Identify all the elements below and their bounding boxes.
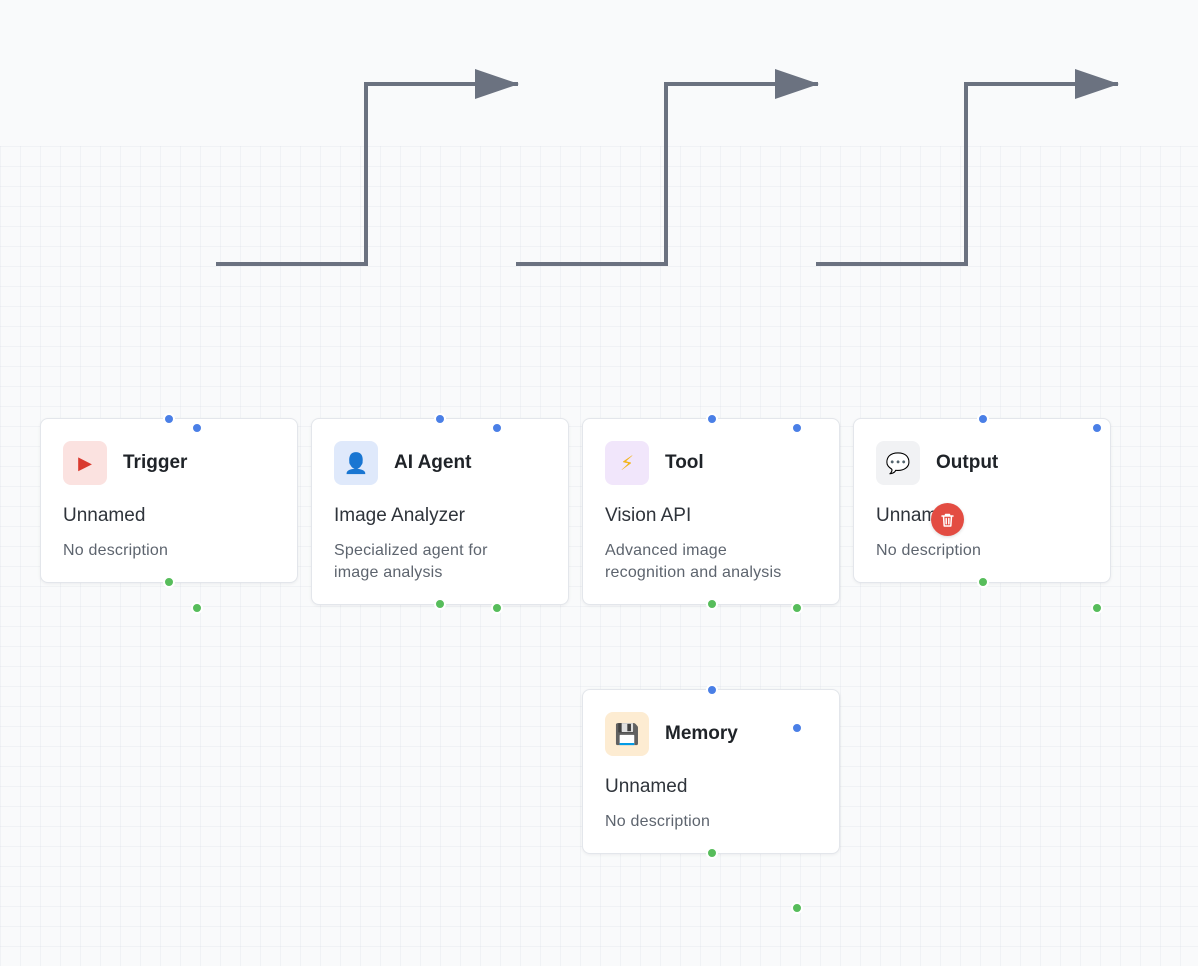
node-memory[interactable]: 💾 Memory Unnamed No description [582,689,840,854]
node-description: Specialized agent for image analysis [334,542,488,581]
node-tool[interactable]: ⚡ Tool Vision API Advanced image recogni… [582,418,840,605]
node-header: 💾 Memory [605,712,817,756]
node-output[interactable]: 💬 Output Unnamed No description [853,418,1111,583]
node-header: 👤 AI Agent [334,441,546,485]
output-handle[interactable] [191,602,203,614]
input-handle[interactable] [706,413,718,425]
node-type-label: AI Agent [394,452,472,473]
output-handle[interactable] [791,902,803,914]
input-handle[interactable] [191,422,203,434]
input-handle[interactable] [163,413,175,425]
input-handle[interactable] [706,684,718,696]
node-description: Advanced image recognition and analysis [605,542,782,581]
play-icon: ▶ [63,441,107,485]
node-name: Image Analyzer [334,505,465,526]
node-description: No description [605,813,711,830]
output-handle[interactable] [977,576,989,588]
node-name: Unnamed [63,505,146,526]
output-handle[interactable] [434,598,446,610]
node-header: ⚡ Tool [605,441,817,485]
node-trigger[interactable]: ▶ Trigger Unnamed No description [40,418,298,583]
trash-icon [941,513,954,527]
node-type-label: Output [936,452,999,473]
node-ai-agent[interactable]: 👤 AI Agent Image Analyzer Specialized ag… [311,418,569,605]
output-handle[interactable] [163,576,175,588]
node-description: No description [876,542,982,559]
icon-glyph: ▶ [78,452,92,473]
delete-node-button[interactable] [931,503,964,536]
node-header: ▶ Trigger [63,441,275,485]
output-handle[interactable] [1091,602,1103,614]
icon-glyph: ⚡ [619,452,635,475]
speech-bubble-icon: 💬 [876,441,920,485]
node-type-label: Memory [665,723,738,744]
node-type-label: Tool [665,452,704,473]
input-handle[interactable] [491,422,503,434]
output-handle[interactable] [706,598,718,610]
input-handle[interactable] [977,413,989,425]
node-name: Vision API [605,505,692,526]
user-icon: 👤 [334,441,378,485]
output-handle[interactable] [706,847,718,859]
input-handle[interactable] [791,422,803,434]
output-handle[interactable] [491,602,503,614]
icon-glyph: 💬 [885,452,911,475]
node-name: Unnamed [605,776,688,797]
input-handle[interactable] [434,413,446,425]
input-handle[interactable] [1091,422,1103,434]
icon-glyph: 👤 [343,452,369,475]
node-description: No description [63,542,169,559]
node-name: Unnamed [876,505,959,526]
floppy-disk-icon: 💾 [605,712,649,756]
output-handle[interactable] [791,602,803,614]
node-type-label: Trigger [123,452,188,473]
lightning-icon: ⚡ [605,441,649,485]
node-header: 💬 Output [876,441,1088,485]
input-handle[interactable] [791,722,803,734]
icon-glyph: 💾 [614,723,640,746]
